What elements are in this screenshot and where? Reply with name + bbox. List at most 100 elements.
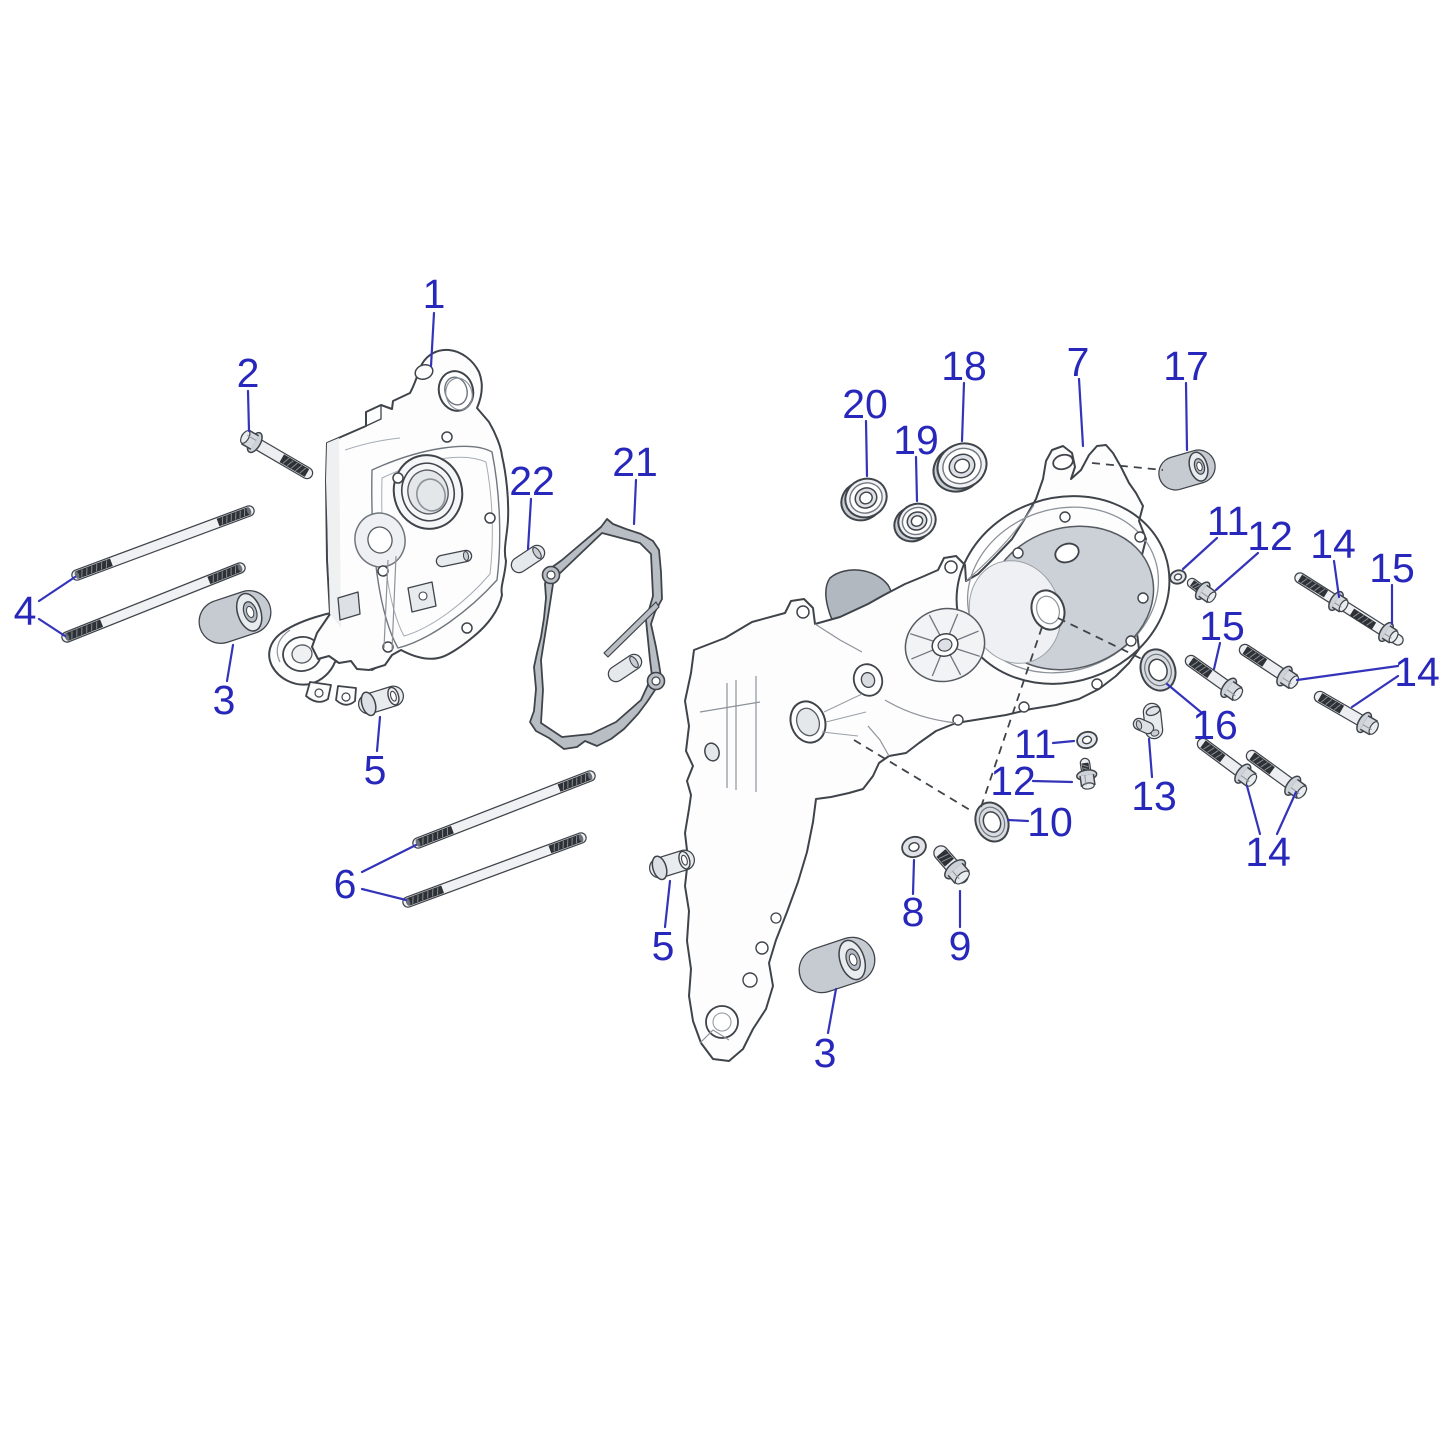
sealing-washer-8 (901, 835, 927, 859)
flange-bolt-12-lower (1076, 757, 1098, 790)
callout-leader-line (526, 497, 533, 551)
callout-leader-line (1245, 784, 1262, 836)
callout-number: 20 (842, 381, 888, 427)
callout-leader-line (1212, 641, 1222, 671)
callout-18-10: 18 (941, 343, 987, 443)
callout-leader-line (1165, 682, 1204, 715)
callout-7-11: 7 (1067, 339, 1089, 448)
washer-11-lower (1076, 730, 1098, 750)
callout-number: 22 (509, 458, 555, 504)
callout-12-22: 12 (990, 758, 1074, 804)
flange-bolt-12-upper (1186, 577, 1217, 604)
assembly-dashed-lines (853, 462, 1164, 811)
callout-leader-line (914, 455, 919, 503)
cylinder-studs-6 (402, 770, 596, 908)
ball-bearing-20 (840, 477, 888, 522)
callout-leader-line (632, 478, 638, 526)
callout-leader-line (1214, 551, 1260, 592)
callout-11-13: 11 (1181, 498, 1250, 571)
crankcase-gasket (529, 518, 666, 750)
callout-number: 14 (1310, 521, 1356, 567)
callout-leader-line (1184, 381, 1189, 452)
left-crankcase-half (268, 348, 510, 706)
oil-seal-16 (1139, 648, 1177, 692)
callout-number: 13 (1131, 773, 1177, 819)
callout-8-24: 8 (902, 858, 925, 935)
ball-bearing-18 (932, 442, 988, 493)
pivot-bushing-17 (1158, 449, 1216, 491)
callout-1-0: 1 (423, 271, 446, 368)
callout-leader-line (1077, 377, 1085, 448)
callout-21-7: 21 (612, 439, 658, 526)
case-bolt-14-bottom-b (1245, 749, 1308, 800)
callout-leader-line (429, 311, 436, 368)
callout-leader-line (911, 858, 916, 896)
dowel-pins (510, 544, 643, 683)
callout-leader-line (864, 419, 869, 478)
callout-leader-line (826, 987, 838, 1035)
callout-number: 8 (902, 889, 925, 935)
cylinder-studs-4 (61, 505, 255, 643)
callout-leader-line (1006, 818, 1030, 823)
callout-leader-line (1332, 559, 1341, 599)
callout-number: 4 (14, 588, 37, 634)
callout-leader-line (1147, 737, 1154, 779)
callout-4-2: 4 (14, 575, 77, 638)
callout-number: 21 (612, 439, 658, 485)
callout-number: 5 (364, 747, 387, 793)
mount-spacer-5-upper (357, 685, 405, 717)
callout-17-12: 17 (1163, 343, 1209, 452)
right-crankcase-half (684, 444, 1171, 1062)
case-bolt-14-mid (1238, 643, 1300, 690)
case-bolt-14-bottom-a (1196, 737, 1258, 788)
callout-3-3: 3 (213, 643, 236, 723)
callout-number: 14 (1245, 829, 1291, 875)
callout-number: 11 (1014, 721, 1057, 767)
callout-leader-line (37, 617, 67, 638)
case-stud-with-nuts-14-15-top (1294, 572, 1404, 646)
callout-leader-line (663, 879, 672, 929)
callout-leader-line (360, 843, 418, 874)
callout-11-21: 11 (1014, 721, 1076, 767)
callout-2-1: 2 (237, 350, 259, 433)
callout-6-5: 6 (334, 843, 418, 907)
case-bolt-15-mid (1184, 654, 1244, 702)
callout-leader-line (246, 389, 251, 433)
callout-22-6: 22 (509, 458, 555, 551)
callout-number: 15 (1199, 603, 1245, 649)
callout-number: 5 (652, 923, 675, 969)
callout-13-19: 13 (1131, 737, 1177, 819)
callout-leader-line (360, 887, 408, 902)
case-bolt-14-right (1313, 690, 1379, 736)
callout-20-8: 20 (842, 381, 888, 478)
callout-number: 3 (814, 1030, 837, 1076)
callout-5-27: 5 (652, 879, 675, 969)
callout-number: 11 (1207, 498, 1250, 544)
washer-11-upper (1169, 569, 1187, 585)
callout-leader-line (1350, 674, 1400, 709)
callout-number: 14 (1394, 649, 1440, 695)
callout-14-15: 14 (1310, 521, 1356, 599)
drain-plug-bolt-9 (933, 845, 970, 885)
callout-leader-line (1181, 536, 1219, 571)
callout-leader-line (375, 715, 382, 753)
callout-19-9: 19 (893, 417, 939, 503)
callout-16-18: 16 (1165, 682, 1238, 748)
flange-bolt-2 (240, 429, 314, 480)
callout-number: 1 (423, 271, 446, 317)
callout-9-25: 9 (949, 889, 971, 969)
callout-number: 16 (1192, 702, 1238, 748)
rubber-mount-bushing-3-lower (798, 936, 876, 994)
callout-leader-line (1275, 790, 1298, 836)
callout-number: 12 (990, 758, 1036, 804)
callout-number: 3 (213, 677, 236, 723)
callout-leader-line (1031, 779, 1074, 784)
callout-leader-line (1295, 664, 1400, 682)
callout-leader-line (1051, 739, 1076, 745)
callout-leader-line (960, 381, 966, 443)
mount-spacer-5-lower (648, 849, 696, 881)
callout-number: 12 (1247, 513, 1293, 559)
